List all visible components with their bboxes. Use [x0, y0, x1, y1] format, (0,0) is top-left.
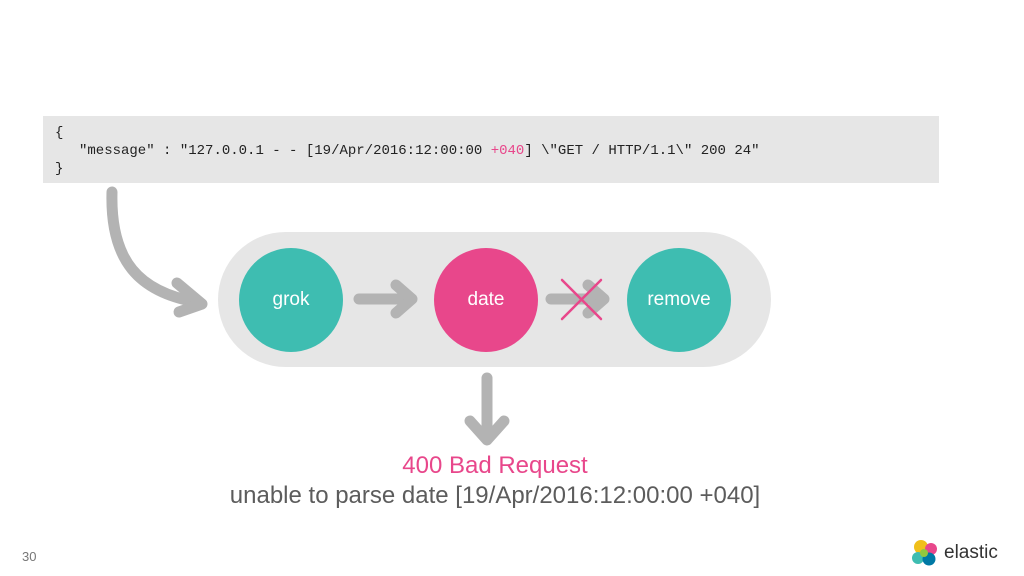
elastic-logo-text: elastic [944, 542, 998, 563]
json-message-line: "message" : "127.0.0.1 - - [19/Apr/2016:… [55, 142, 939, 160]
page-number: 30 [22, 549, 37, 564]
json-separator: : [154, 143, 180, 159]
json-key: "message" [79, 143, 155, 159]
json-value-suffix: ] \"GET / HTTP/1.1\" 200 24" [524, 143, 760, 159]
date-processor-node [434, 248, 538, 352]
grok-to-date-arrow-head [390, 279, 418, 319]
failure-cross-line-2 [560, 278, 603, 321]
json-document: { "message" : "127.0.0.1 - - [19/Apr/201… [43, 116, 939, 183]
elastic-logo: elastic [910, 538, 998, 568]
grok-processor-node [239, 248, 343, 352]
error-title: 400 Bad Request [402, 452, 588, 479]
input-arrow-curve [106, 186, 202, 308]
error-arrow-head [464, 415, 510, 446]
json-close-brace: } [55, 161, 64, 177]
elastic-logo-icon [912, 540, 937, 566]
remove-processor-node [627, 248, 731, 352]
date-node-label: date [467, 289, 505, 310]
remove-node-label: remove [647, 289, 711, 310]
date-to-remove-arrow-head [582, 279, 610, 319]
json-value-timezone: +040 [490, 143, 525, 159]
grok-node-label: grok [272, 289, 310, 310]
error-detail: unable to parse date [19/Apr/2016:12:00:… [229, 482, 761, 509]
json-value-prefix: "127.0.0.1 - - [19/Apr/2016:12:00:00 [179, 143, 491, 159]
input-arrow-head [171, 277, 208, 318]
json-open-brace: { [55, 125, 64, 141]
